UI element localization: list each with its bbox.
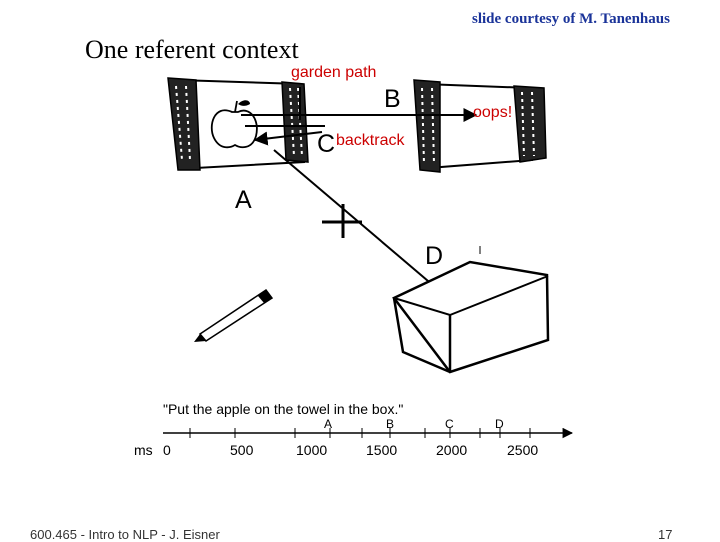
fixation-cross-icon (322, 204, 362, 238)
location-label-b: B (384, 85, 401, 113)
axis-tick-label: 2000 (436, 442, 468, 458)
axis-tick-label: 500 (230, 442, 254, 458)
slide-title: One referent context (85, 35, 299, 64)
footer-course: 600.465 - Intro to NLP - J. Eisner (30, 527, 220, 542)
apple-icon (210, 100, 258, 149)
location-label-d: D (425, 242, 444, 270)
location-label-c: C (317, 130, 336, 158)
word-mark-d: D (495, 417, 504, 431)
pencil-icon (194, 288, 274, 342)
word-mark-b: B (386, 417, 395, 431)
axis-tick-label: 1000 (296, 442, 328, 458)
axis-tick-label: 0 (163, 442, 171, 458)
location-label-a: A (235, 186, 252, 214)
axis-tick-label: 1500 (366, 442, 398, 458)
instruction-sentence: "Put the apple on the towel in the box." (163, 401, 404, 417)
annotation-backtrack: backtrack (336, 132, 405, 149)
slide-credit: slide courtesy of M. Tanenhaus (472, 11, 670, 27)
word-mark-c: C (445, 417, 454, 431)
timeline-axis (163, 427, 574, 439)
axis-tick-label: 2500 (507, 442, 539, 458)
eye-movement-arrows (241, 87, 478, 299)
box-icon (392, 246, 550, 374)
annotation-garden-path: garden path (291, 64, 377, 81)
axis-unit-label: ms (134, 442, 153, 458)
page-number: 17 (658, 527, 673, 542)
towel-right-icon (413, 79, 547, 173)
word-mark-a: A (324, 417, 333, 431)
annotation-oops: oops! (473, 104, 513, 121)
